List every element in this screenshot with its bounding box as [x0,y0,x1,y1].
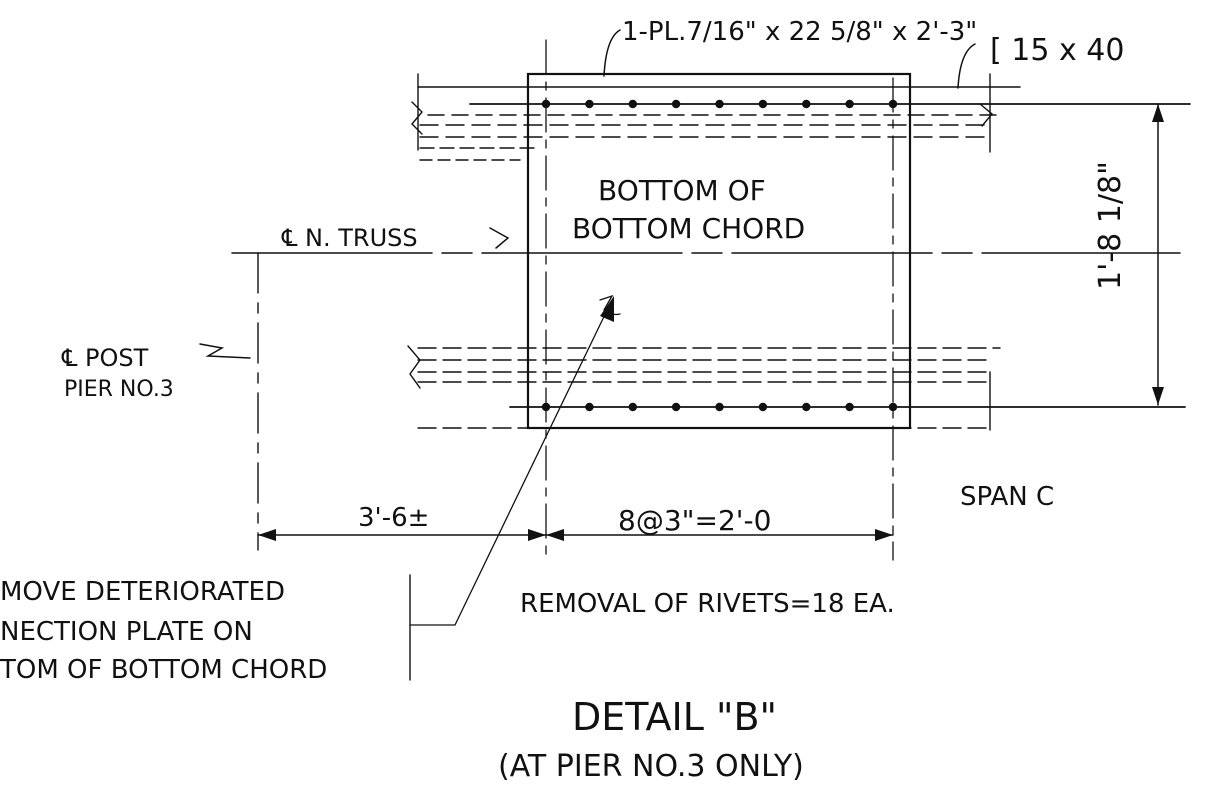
rivet [845,402,854,412]
height-dimension: 1'-8 1/8" [1093,103,1164,406]
note-arrowhead [600,296,614,322]
height-dimension-label: 1'-8 1/8" [1093,161,1128,290]
pier-label: PIER NO.3 [64,377,174,402]
post-label-leader [199,343,251,359]
rivet [845,99,854,109]
post-centerline-label: ℄ POST [61,344,149,372]
rivet [585,402,594,412]
bottom-chord-lines [407,345,1186,431]
connection-plate [526,72,912,430]
rivet [671,99,681,109]
bottom-of-label: BOTTOM OF [598,174,766,207]
truss-centerline-label: ℄ N. TRUSS [281,224,418,252]
rivet-removal-note: REMOVAL OF RIVETS=18 EA. [520,589,895,619]
bottom-chord-label: BOTTOM CHORD [572,212,805,245]
rivet [585,99,594,109]
rivet [628,402,637,412]
rivet [888,99,898,109]
rivet-row-top [541,99,898,109]
left-dimension-label: 3'-6± [358,503,429,533]
detail-subtitle: (AT PIER NO.3 ONLY) [498,749,804,784]
removal-note-line-1: MOVE DETERIORATED [0,577,285,607]
span-label: SPAN C [960,482,1054,512]
detail-title: DETAIL "B" [572,695,777,739]
rivet [715,402,724,412]
rivet [715,99,724,109]
rivet-spacing-label: 8@3"=2'-0 [618,504,771,537]
rivet [802,99,811,109]
plate-callout: 1-PL.7/16" x 22 5/8" x 2'-3" [622,17,977,47]
rivet [758,99,768,109]
removal-note-line-3: TOM OF BOTTOM CHORD [0,655,327,685]
rivet [541,402,551,412]
note-leader [409,299,613,626]
plate-callout-leader [603,29,621,77]
rivet [802,402,811,412]
rivet-row-bottom [541,402,898,412]
rivet [888,402,898,412]
rivet [628,99,637,109]
note-tick [599,294,621,316]
truss-label-leader [489,227,510,249]
removal-note-line-2: NECTION PLATE ON [0,617,253,647]
channel-callout: [ 15 x 40 [990,33,1124,68]
rivet [758,402,768,412]
channel-callout-leader [957,43,976,89]
rivet [541,99,551,109]
rivet [671,402,681,412]
horizontal-dimensions [257,529,894,541]
